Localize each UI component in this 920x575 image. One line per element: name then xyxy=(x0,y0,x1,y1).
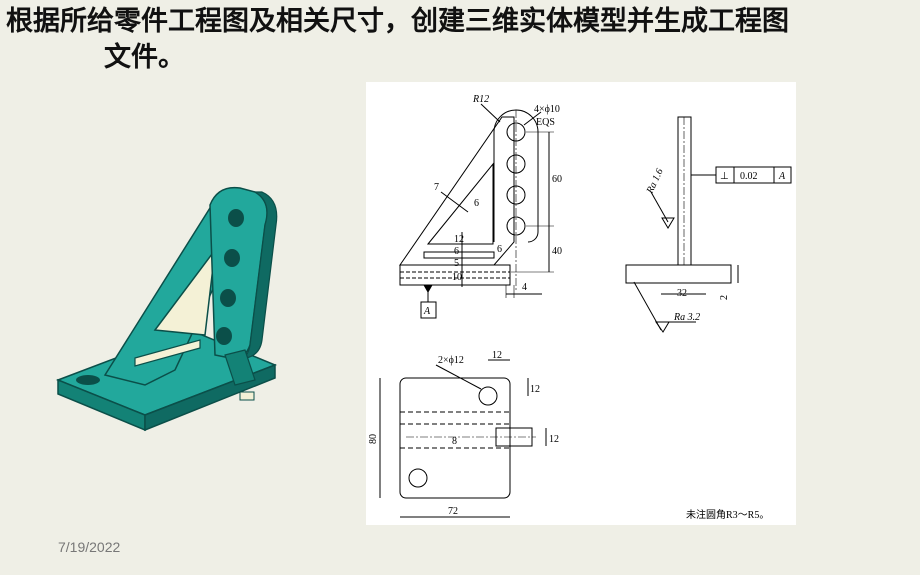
label-2: 2 xyxy=(719,295,730,300)
top-view xyxy=(379,359,547,518)
label-6a: 6 xyxy=(474,198,479,209)
leader-r12 xyxy=(480,103,501,123)
model-hole-2 xyxy=(224,249,240,267)
top-hole-2 xyxy=(408,468,428,488)
slide-title-line1: 根据所给零件工程图及相关尺寸，创建三维实体模型并生成工程图 xyxy=(6,6,789,37)
ra2-symbol xyxy=(655,321,670,333)
top-base xyxy=(399,377,511,499)
model-hole-1 xyxy=(228,209,244,227)
label-datum-ref: A xyxy=(778,171,786,182)
label-32: 32 xyxy=(677,288,687,299)
ra1-symbol xyxy=(661,217,675,229)
top-hole-leader xyxy=(435,364,482,390)
label-10: 10 xyxy=(452,272,462,283)
label-eqs: EQS xyxy=(536,117,555,128)
model-hole-4 xyxy=(216,327,232,345)
datum-triangle xyxy=(423,284,433,294)
label-datum-a: A xyxy=(423,306,431,317)
model-rib xyxy=(224,349,256,386)
leader-7 xyxy=(440,191,469,213)
top-hole-1 xyxy=(478,386,498,406)
label-8: 8 xyxy=(452,436,457,447)
model-base-hole xyxy=(76,375,100,385)
label-7: 7 xyxy=(434,182,439,193)
side-view xyxy=(625,116,792,333)
front-gusset xyxy=(399,116,515,266)
front-hole-4 xyxy=(506,216,526,236)
label-perp: ⊥ xyxy=(720,171,729,182)
label-80: 80 xyxy=(368,434,379,444)
engineering-drawing: R12 4×ϕ10 EQS 60 40 7 6 6 12 6 10 5 4 A xyxy=(366,82,796,525)
label-12-slot: 12 xyxy=(549,434,559,445)
label-6b: 6 xyxy=(497,244,502,255)
label-12: 12 xyxy=(454,234,464,245)
model-base-slot xyxy=(239,391,255,401)
label-5: 5 xyxy=(454,258,459,269)
label-40: 40 xyxy=(552,246,562,257)
3d-model-image xyxy=(55,186,278,432)
datum-box xyxy=(420,301,437,319)
front-view xyxy=(399,103,554,319)
drawing-canvas: R12 4×ϕ10 EQS 60 40 7 6 6 12 6 10 5 4 A xyxy=(368,94,792,521)
slide-title: 根据所给零件工程图及相关尺寸，创建三维实体模型并生成工程图 文件。 xyxy=(6,4,911,76)
model-hole-3 xyxy=(220,289,236,307)
model-slot xyxy=(134,339,201,367)
ra1-leader xyxy=(650,191,669,223)
side-base xyxy=(625,264,732,284)
label-12-top: 12 xyxy=(492,350,502,361)
label-6c: 6 xyxy=(454,246,459,257)
front-slot xyxy=(423,251,495,259)
label-12-right: 12 xyxy=(530,384,540,395)
label-ra1: Ra 1.6 xyxy=(644,167,665,196)
label-top-holes: 2×ϕ12 xyxy=(438,355,464,366)
label-72: 72 xyxy=(448,506,458,517)
front-gusset-window xyxy=(426,162,494,245)
label-holes: 4×ϕ10 xyxy=(534,104,560,115)
label-4: 4 xyxy=(522,282,527,293)
leader-holes xyxy=(523,111,542,126)
drawing-note: 未注圆角R3～R5。 xyxy=(686,508,769,521)
front-upright xyxy=(493,109,539,243)
slide-title-line2: 文件。 xyxy=(104,42,185,73)
label-ra2: Ra 3.2 xyxy=(673,312,700,323)
slide-date: 7/19/2022 xyxy=(58,539,121,555)
label-60: 60 xyxy=(552,174,562,185)
label-r12: R12 xyxy=(472,94,489,105)
label-tolerance: 0.02 xyxy=(740,171,758,182)
model-gusset-window xyxy=(153,247,217,336)
side-upright xyxy=(677,116,692,266)
